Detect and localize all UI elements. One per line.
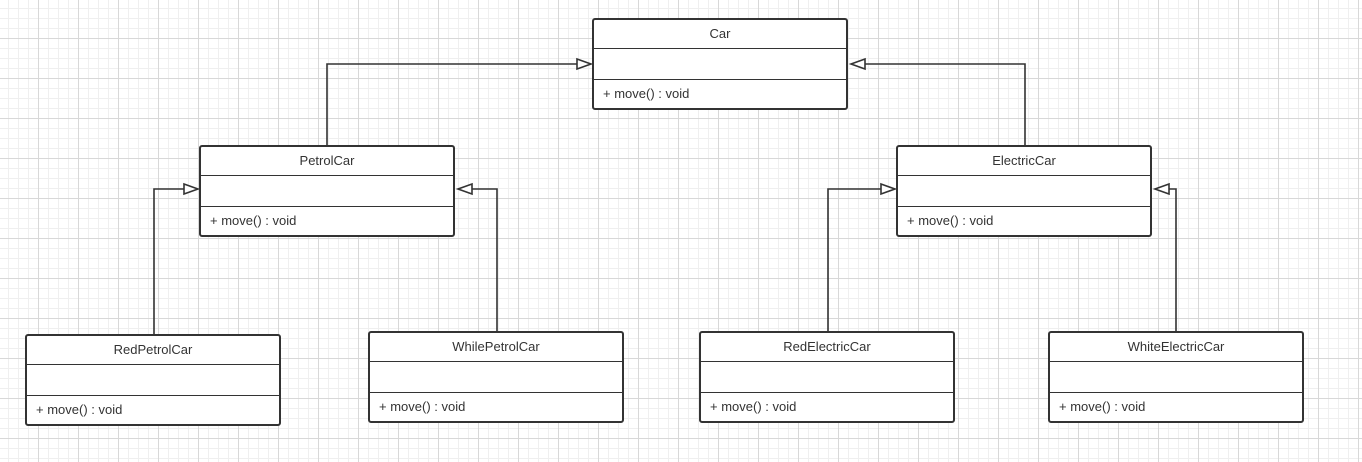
generalization-whiteelectriccar-to-electriccar	[1152, 182, 1177, 331]
class-name: PetrolCar	[201, 147, 453, 176]
class-car[interactable]: Car + move() : void	[592, 18, 848, 110]
operation: + move() : void	[603, 86, 690, 101]
class-name: RedPetrolCar	[27, 336, 279, 365]
class-electriccar[interactable]: ElectricCar + move() : void	[896, 145, 1152, 237]
attributes-compartment	[201, 176, 453, 207]
class-petrolcar[interactable]: PetrolCar + move() : void	[199, 145, 455, 237]
operation: + move() : void	[710, 399, 797, 414]
attributes-compartment	[898, 176, 1150, 207]
class-redpetrolcar[interactable]: RedPetrolCar + move() : void	[25, 334, 281, 426]
class-whiteelectriccar[interactable]: WhiteElectricCar + move() : void	[1048, 331, 1304, 423]
operation: + move() : void	[379, 399, 466, 414]
class-whilepetrolcar[interactable]: WhilePetrolCar + move() : void	[368, 331, 624, 423]
class-name: ElectricCar	[898, 147, 1150, 176]
attributes-compartment	[370, 362, 622, 393]
class-name: Car	[594, 20, 846, 49]
operation: + move() : void	[36, 402, 123, 417]
operation: + move() : void	[210, 213, 297, 228]
attributes-compartment	[1050, 362, 1302, 393]
attributes-compartment	[27, 365, 279, 396]
class-redelectriccar[interactable]: RedElectricCar + move() : void	[699, 331, 955, 423]
class-name: WhilePetrolCar	[370, 333, 622, 362]
generalization-electriccar-to-car	[848, 57, 1026, 145]
attributes-compartment	[701, 362, 953, 393]
attributes-compartment	[594, 49, 846, 80]
operation: + move() : void	[907, 213, 994, 228]
operation: + move() : void	[1059, 399, 1146, 414]
generalization-redelectriccar-to-electriccar	[827, 182, 898, 331]
generalization-redpetrolcar-to-petrolcar	[153, 182, 201, 334]
generalization-petrolcar-to-car	[326, 57, 594, 145]
class-name: RedElectricCar	[701, 333, 953, 362]
generalization-whilepetrolcar-to-petrolcar	[455, 182, 498, 331]
class-name: WhiteElectricCar	[1050, 333, 1302, 362]
